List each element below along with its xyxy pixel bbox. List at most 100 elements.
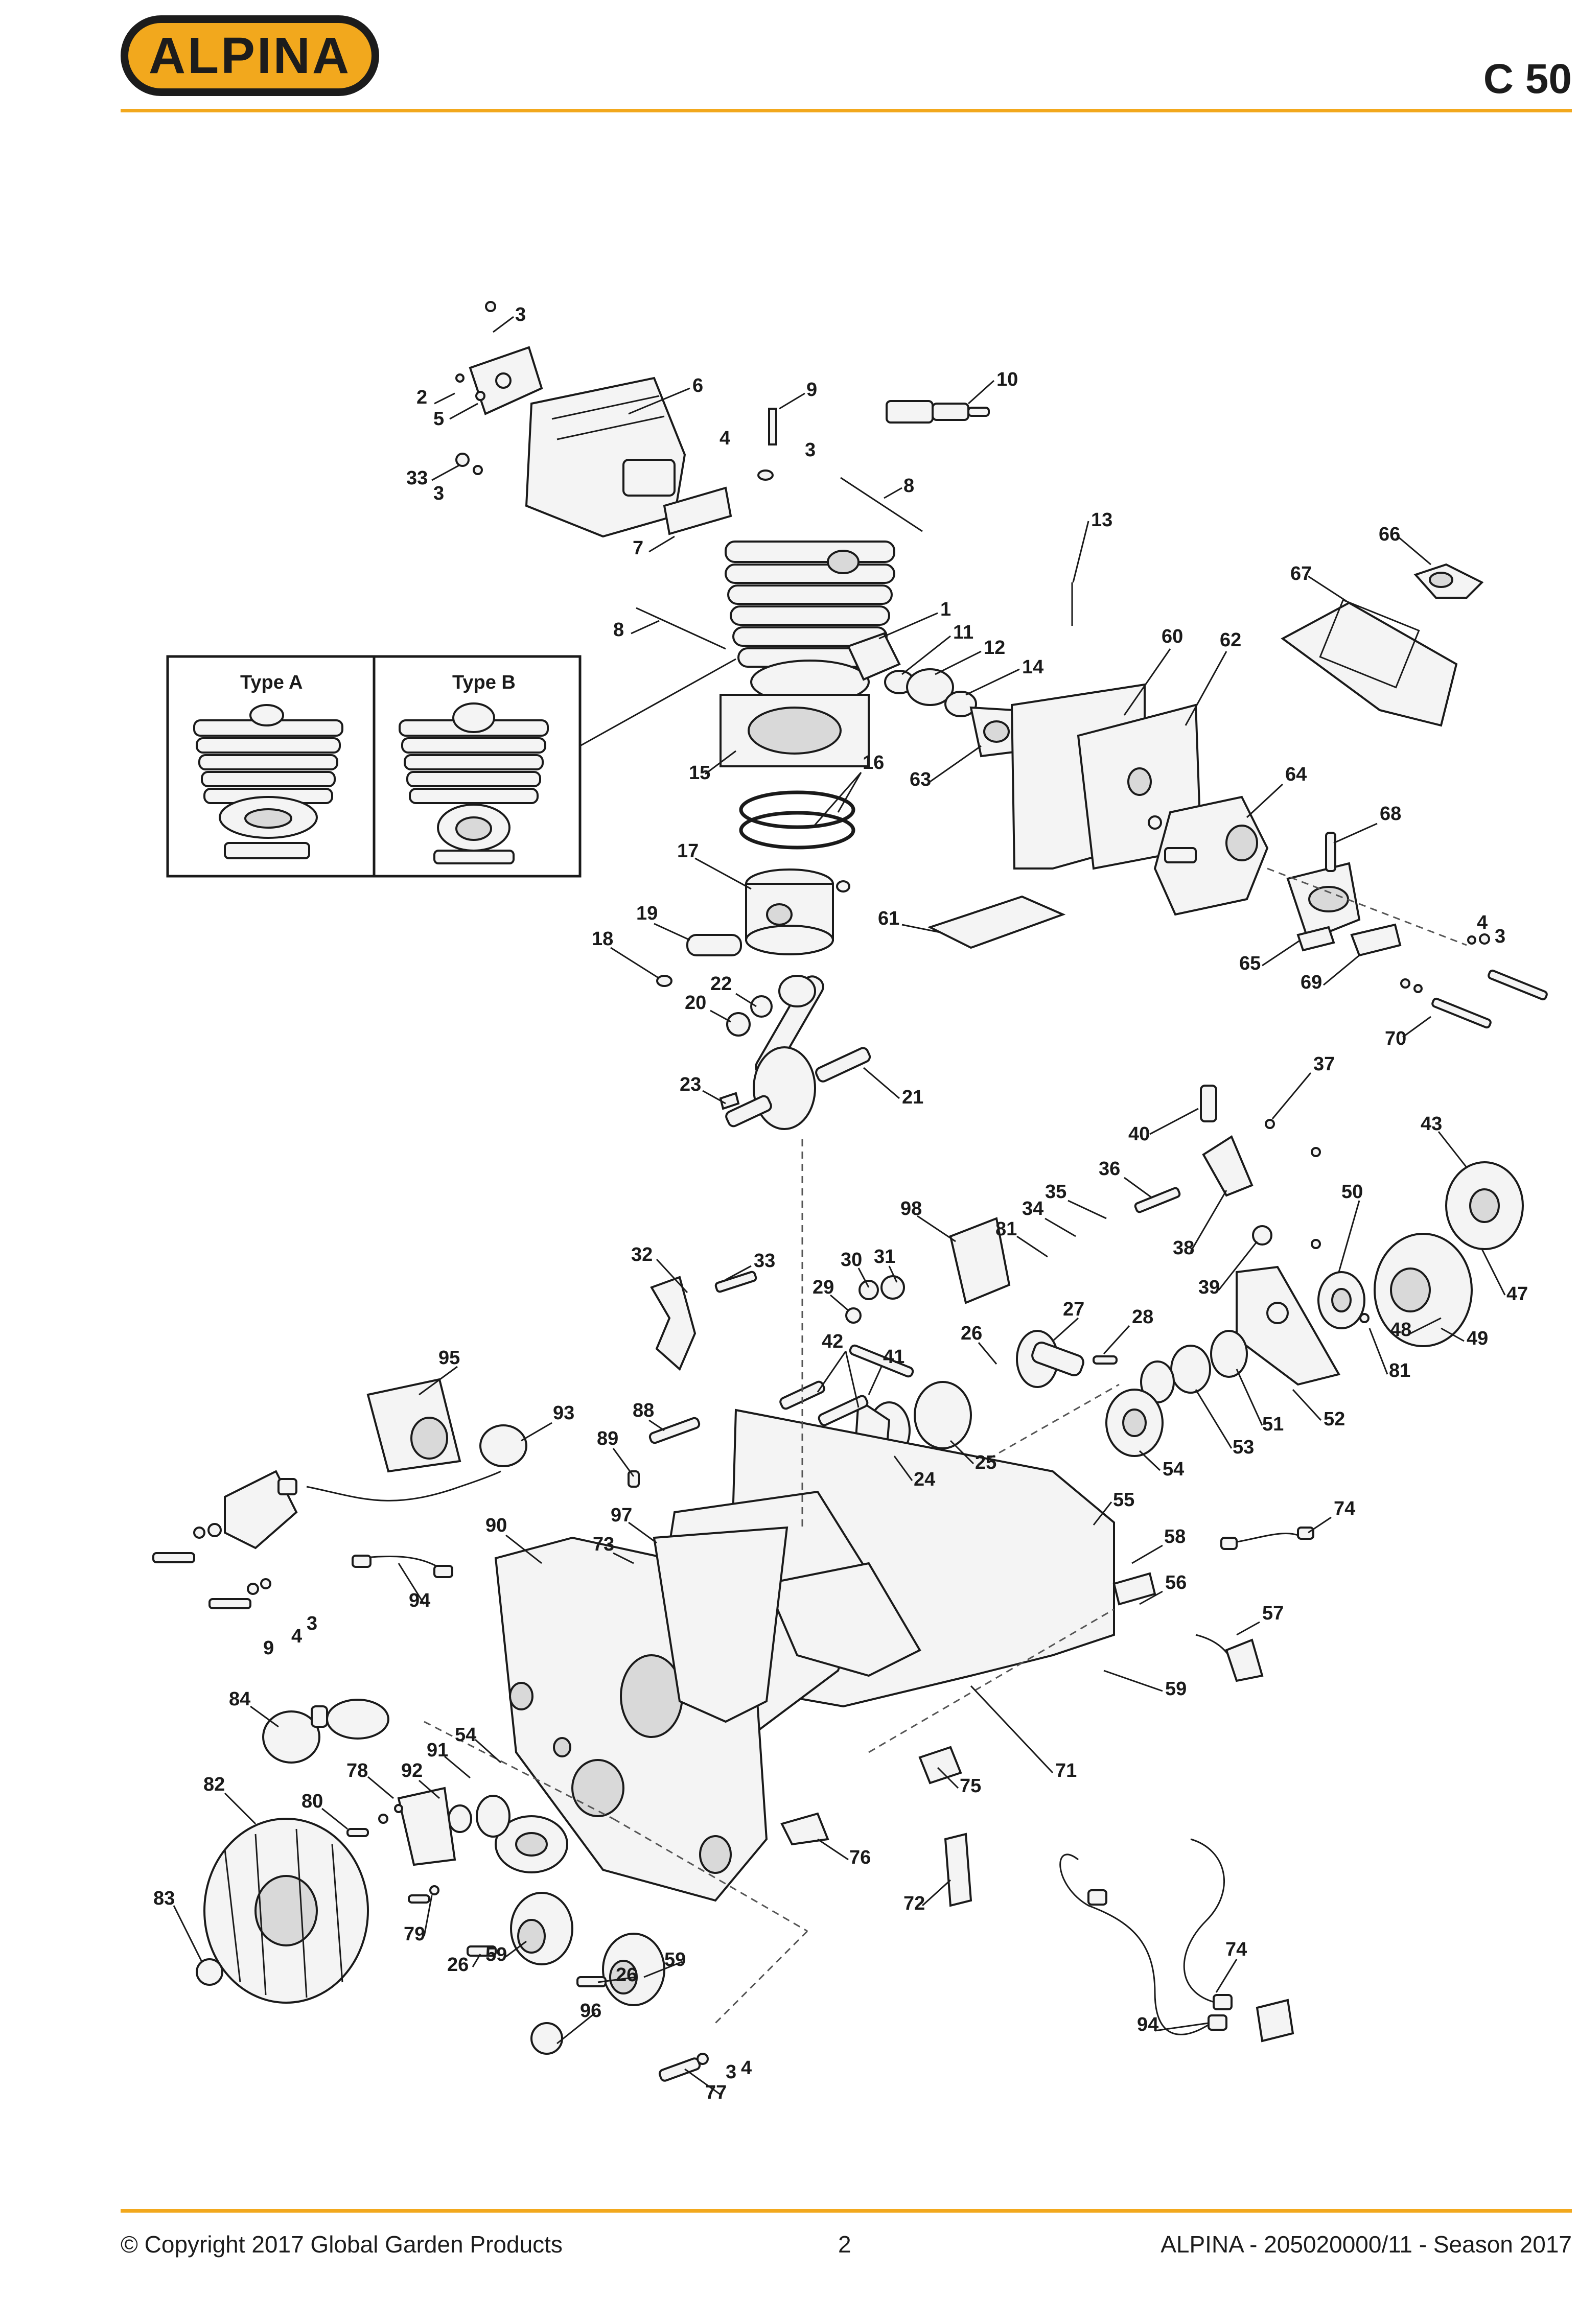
callout-84: 84 <box>229 1688 250 1710</box>
callout-35: 35 <box>1045 1181 1066 1203</box>
callout-96: 96 <box>580 2000 601 2022</box>
callout-66: 66 <box>1379 524 1400 545</box>
callout-29: 29 <box>813 1277 834 1298</box>
callout-4c: 4 <box>291 1626 302 1647</box>
callout-63: 63 <box>910 769 931 790</box>
alpina-logo: ALPINA <box>121 15 379 96</box>
header-rule <box>121 109 1572 112</box>
callout-67: 67 <box>1290 563 1312 584</box>
oil-pump-parts <box>628 1217 1118 1488</box>
logo-badge: ALPINA <box>128 23 372 88</box>
footer-doc-ref: ALPINA - 205020000/11 - Season 2017 <box>1161 2231 1572 2258</box>
callout-33: 33 <box>406 467 428 489</box>
callout-4: 4 <box>720 428 730 449</box>
callout-65: 65 <box>1239 953 1261 974</box>
callout-5: 5 <box>433 408 444 430</box>
callout-32: 32 <box>631 1244 653 1265</box>
footer-page-number: 2 <box>838 2231 851 2258</box>
callout-7: 7 <box>633 537 643 559</box>
type-b-cylinder <box>399 702 549 864</box>
callout-75: 75 <box>960 1775 981 1797</box>
callout-81b: 81 <box>1389 1360 1410 1381</box>
callout-3d: 3 <box>1495 926 1505 947</box>
callout-90: 90 <box>485 1515 507 1536</box>
callout-83: 83 <box>153 1888 175 1909</box>
callout-14: 14 <box>1022 656 1043 678</box>
callout-1: 1 <box>940 599 951 620</box>
callout-95: 95 <box>438 1347 460 1369</box>
callout-72: 72 <box>903 1893 925 1914</box>
callout-74: 74 <box>1334 1498 1355 1519</box>
callout-59: 59 <box>1165 1678 1187 1700</box>
callout-61: 61 <box>878 908 899 929</box>
callout-50: 50 <box>1341 1181 1363 1203</box>
callout-74b: 74 <box>1225 1939 1247 1960</box>
callout-76: 76 <box>849 1847 871 1868</box>
callout-24: 24 <box>914 1469 935 1490</box>
callout-8b: 8 <box>613 619 624 641</box>
callout-62: 62 <box>1220 629 1241 651</box>
callout-92: 92 <box>401 1760 423 1781</box>
crankshaft <box>719 975 871 1130</box>
callout-23: 23 <box>680 1074 701 1095</box>
callout-18: 18 <box>592 928 613 950</box>
callout-26: 26 <box>961 1323 982 1344</box>
callout-16: 16 <box>863 752 884 773</box>
callout-12: 12 <box>984 637 1005 659</box>
crankcase <box>424 1139 1115 2024</box>
callout-79: 79 <box>404 1923 425 1945</box>
callout-53: 53 <box>1233 1437 1254 1458</box>
callout-70: 70 <box>1385 1028 1406 1049</box>
type-a-cylinder <box>193 704 343 859</box>
callout-9: 9 <box>806 379 817 401</box>
bottom-parts <box>346 1746 972 2082</box>
callout-20: 20 <box>685 992 706 1014</box>
callout-58: 58 <box>1164 1526 1186 1547</box>
callout-28: 28 <box>1132 1306 1153 1328</box>
callout-59b: 59 <box>485 1944 507 1965</box>
callout-93: 93 <box>553 1402 574 1424</box>
callout-48: 48 <box>1390 1319 1411 1341</box>
callout-3: 3 <box>515 304 526 325</box>
callout-39: 39 <box>1198 1277 1220 1298</box>
callout-labels: 3 2 5 6 9 4 3 10 33 3 8 7 13 66 67 8 1 1… <box>153 304 1528 2103</box>
spark-plug <box>886 400 990 424</box>
callout-69: 69 <box>1301 972 1322 993</box>
callout-42: 42 <box>822 1331 843 1352</box>
callout-19: 19 <box>636 903 658 924</box>
callout-30: 30 <box>841 1249 862 1271</box>
muffler-group <box>455 301 732 538</box>
type-a-label: Type A <box>240 672 303 693</box>
callout-3c: 3 <box>433 483 444 504</box>
wiring-group <box>1059 1527 1314 2043</box>
callout-78: 78 <box>346 1760 368 1781</box>
callout-57: 57 <box>1262 1603 1284 1624</box>
callout-64: 64 <box>1285 764 1307 785</box>
callout-71: 71 <box>1055 1760 1077 1781</box>
callout-4b: 4 <box>1477 912 1488 933</box>
callout-31: 31 <box>874 1246 895 1267</box>
callout-88: 88 <box>633 1400 654 1421</box>
logo-wordmark: ALPINA <box>148 27 352 84</box>
callout-47: 47 <box>1506 1283 1528 1305</box>
callout-49: 49 <box>1467 1328 1488 1349</box>
air-filter <box>1281 563 1484 727</box>
callout-80: 80 <box>301 1791 323 1812</box>
callout-60: 60 <box>1162 626 1183 647</box>
callout-40: 40 <box>1128 1123 1150 1145</box>
intake-rings <box>884 582 1073 758</box>
callout-21: 21 <box>902 1087 923 1108</box>
callout-2: 2 <box>416 387 427 408</box>
carburetor-group <box>927 683 1548 1029</box>
callout-25: 25 <box>975 1452 996 1473</box>
callout-34: 34 <box>1022 1198 1043 1219</box>
callout-33b: 33 <box>754 1250 775 1272</box>
callout-22: 22 <box>710 973 732 995</box>
callout-68: 68 <box>1380 803 1401 825</box>
footer-copyright: © Copyright 2017 Global Garden Products <box>121 2231 563 2258</box>
callout-26b: 26 <box>447 1954 469 1976</box>
clutch-group <box>935 1085 1524 1490</box>
callout-4d: 4 <box>741 2057 752 2079</box>
type-b-label: Type B <box>452 672 516 693</box>
